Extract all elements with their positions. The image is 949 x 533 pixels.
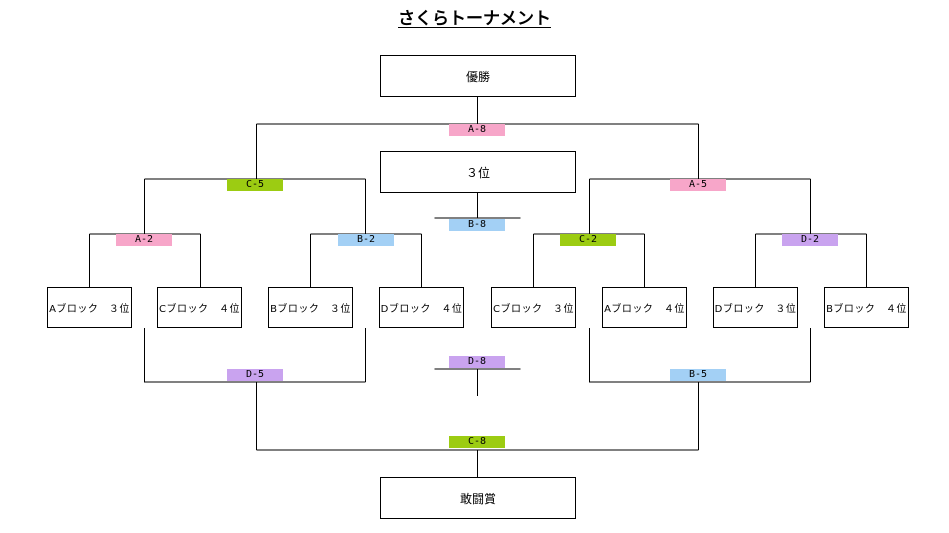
bottom-right-bracket	[589, 328, 811, 383]
team-label: Bブロック ３位	[270, 304, 351, 315]
match-tag-a2: A-2	[116, 234, 172, 246]
page-title: さくらトーナメント	[398, 9, 551, 29]
match-tag-d8: D-8	[449, 356, 505, 368]
team-box-3: Bブロック ３位	[268, 287, 353, 328]
third-place-box: ３位	[380, 151, 576, 193]
team-box-6: Aブロック ４位	[602, 287, 687, 328]
team-label: Dブロック ３位	[714, 304, 797, 315]
team-box-5: Cブロック ３位	[491, 287, 576, 328]
match-tag-a5: A-5	[670, 179, 726, 191]
team-label: Cブロック ４位	[159, 304, 240, 315]
team-box-8: Bブロック ４位	[824, 287, 909, 328]
team-label: Dブロック ４位	[380, 304, 463, 315]
team-box-2: Cブロック ４位	[157, 287, 242, 328]
d8-line	[434, 368, 521, 396]
team-label: Aブロック ３位	[49, 304, 130, 315]
team-label: Cブロック ３位	[493, 304, 574, 315]
match-tag-c2: C-2	[560, 234, 616, 246]
third-place-label: ３位	[465, 165, 490, 180]
match-tag-c8: C-8	[449, 436, 505, 448]
match-tag-b8: B-8	[449, 219, 505, 231]
team-box-4: Dブロック ４位	[379, 287, 464, 328]
team-label: Bブロック ４位	[826, 304, 907, 315]
bottom-left-bracket	[144, 328, 366, 383]
fighting-spirit-label: 敢闘賞	[459, 491, 496, 506]
champion-label: 優勝	[465, 69, 490, 84]
champion-box: 優勝	[380, 55, 576, 97]
team-label: Aブロック ４位	[604, 304, 685, 315]
match-tag-c5: C-5	[227, 179, 283, 191]
team-box-1: Aブロック ３位	[47, 287, 132, 328]
match-tag-a8: A-8	[449, 124, 505, 136]
team-box-7: Dブロック ３位	[713, 287, 798, 328]
match-tag-b5: B-5	[670, 369, 726, 381]
match-tag-d5: D-5	[227, 369, 283, 381]
match-tag-d2: D-2	[782, 234, 838, 246]
match-tag-b2: B-2	[338, 234, 394, 246]
fighting-spirit-box: 敢闘賞	[380, 477, 576, 519]
